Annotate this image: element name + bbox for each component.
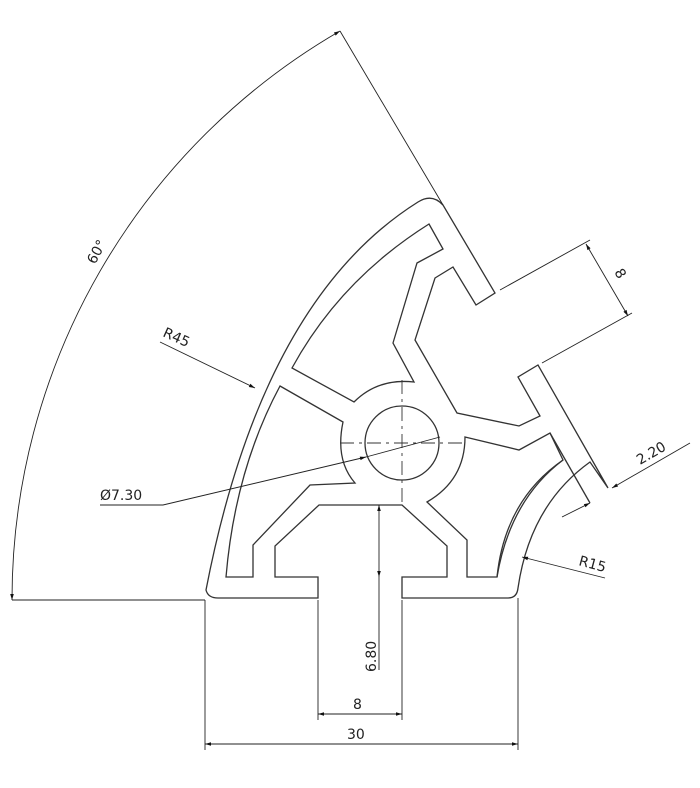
diameter-leader [100, 456, 367, 506]
r45-leader [159, 341, 256, 389]
profile-outer-contour [205, 197, 609, 599]
r15-label: R15 [577, 553, 608, 576]
angle-label: 60° [84, 237, 110, 266]
slot-width-bottom-label: 8 [353, 697, 362, 713]
r15-inner-arc [496, 459, 564, 578]
r45-label: R45 [160, 325, 192, 351]
flange-inner-edge [549, 432, 591, 504]
thickness-label: 2.20 [634, 439, 669, 468]
overall-width-label: 30 [347, 727, 365, 743]
r15-leader [521, 556, 606, 579]
pocket-left [225, 385, 357, 578]
extension-line [541, 312, 633, 364]
slot-depth-label: 6.80 [364, 641, 380, 672]
thickness-dimension-line [561, 502, 591, 518]
thickness-dimension-line [611, 442, 691, 489]
diameter-label: Ø7.30 [100, 488, 142, 504]
pocket-upper [291, 223, 444, 403]
slot-dimension-line [585, 243, 629, 317]
pocket-right [425, 432, 564, 578]
angle-dimension-arc [10, 30, 341, 601]
extension-line [339, 30, 444, 206]
diameter-leader-through [365, 436, 441, 458]
extension-line [499, 239, 591, 291]
slot-width-right-label: 8 [611, 266, 629, 282]
